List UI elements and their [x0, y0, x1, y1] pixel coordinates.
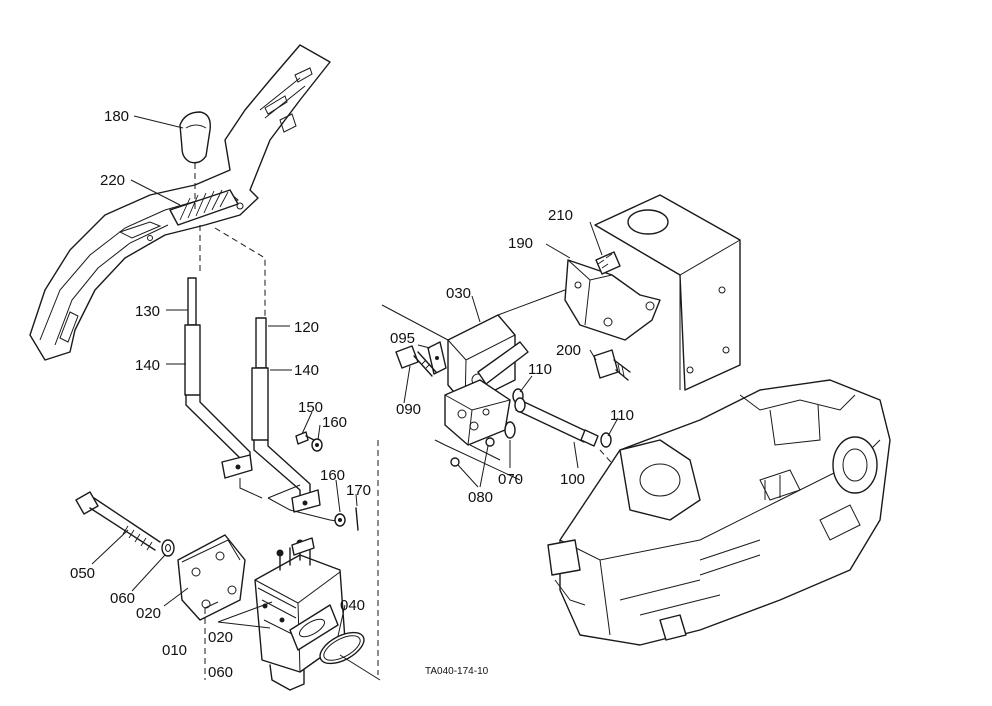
gate-insert-220: [169, 189, 239, 226]
label-110-upper: 110: [528, 361, 552, 378]
guide-line: [497, 289, 566, 316]
guide-line: [239, 478, 346, 523]
leader-lines: [91, 115, 619, 681]
pipe-100: [514, 397, 599, 447]
label-080: 080: [468, 489, 493, 506]
long-bolt-050: [75, 491, 161, 551]
label-090: 090: [396, 401, 421, 418]
fitting-200: [593, 349, 631, 381]
label-130: 130: [135, 303, 160, 320]
o-ring-040: [319, 631, 365, 665]
guide-line: [381, 304, 449, 341]
part-labels: 180 220 130 140 120 140 150 160 160 170 …: [70, 108, 634, 681]
label-040: 040: [340, 597, 365, 614]
housing-block: [594, 194, 741, 391]
label-020-lower: 020: [208, 629, 233, 646]
control-valve-010: [254, 537, 346, 691]
washer-060: [161, 539, 175, 557]
label-060-upper: 060: [110, 590, 135, 607]
fitting-090: [395, 345, 437, 377]
label-010: 010: [162, 642, 187, 659]
label-095: 095: [390, 330, 415, 347]
spacer-095: [427, 341, 447, 375]
drawing-code: TA040-174-10: [425, 666, 489, 677]
washer-160-upper: [311, 438, 323, 452]
label-140-right: 140: [294, 362, 319, 379]
label-120: 120: [294, 319, 319, 336]
transmission-case: [547, 379, 891, 646]
guide-line: [214, 227, 266, 318]
washer-160-lower: [334, 513, 346, 527]
label-070: 070: [498, 471, 523, 488]
bracket-line: [204, 601, 219, 609]
leader-line: [217, 601, 273, 629]
seal-080: [450, 437, 495, 467]
label-050: 050: [70, 565, 95, 582]
o-ring-070: [504, 421, 516, 439]
bracket-190: [564, 259, 661, 341]
o-ring-110-b: [600, 432, 612, 448]
label-020-upper: 020: [136, 605, 161, 622]
cover-plate-020: [177, 534, 246, 621]
lever-knob-180: [179, 111, 211, 210]
label-030: 030: [446, 285, 471, 302]
label-210: 210: [548, 207, 573, 224]
lever-rod-left: [184, 277, 253, 479]
label-200: 200: [556, 342, 581, 359]
label-150: 150: [298, 399, 323, 416]
valve-block-lower: [444, 379, 511, 446]
guide-line: [434, 439, 521, 481]
label-220: 220: [100, 172, 125, 189]
cotter-pin-170: [355, 507, 359, 531]
lever-rod-right: [251, 317, 321, 513]
label-110-lower: 110: [610, 407, 634, 424]
label-060-lower: 060: [208, 664, 233, 681]
label-140-left: 140: [135, 357, 160, 374]
label-160-lower: 160: [320, 467, 345, 484]
label-180: 180: [104, 108, 129, 125]
label-190: 190: [508, 235, 533, 252]
fitting-210: [595, 251, 621, 275]
label-170: 170: [346, 482, 371, 499]
label-160-upper: 160: [322, 414, 347, 431]
lever-guide-plate: [29, 44, 331, 361]
label-100: 100: [560, 471, 585, 488]
